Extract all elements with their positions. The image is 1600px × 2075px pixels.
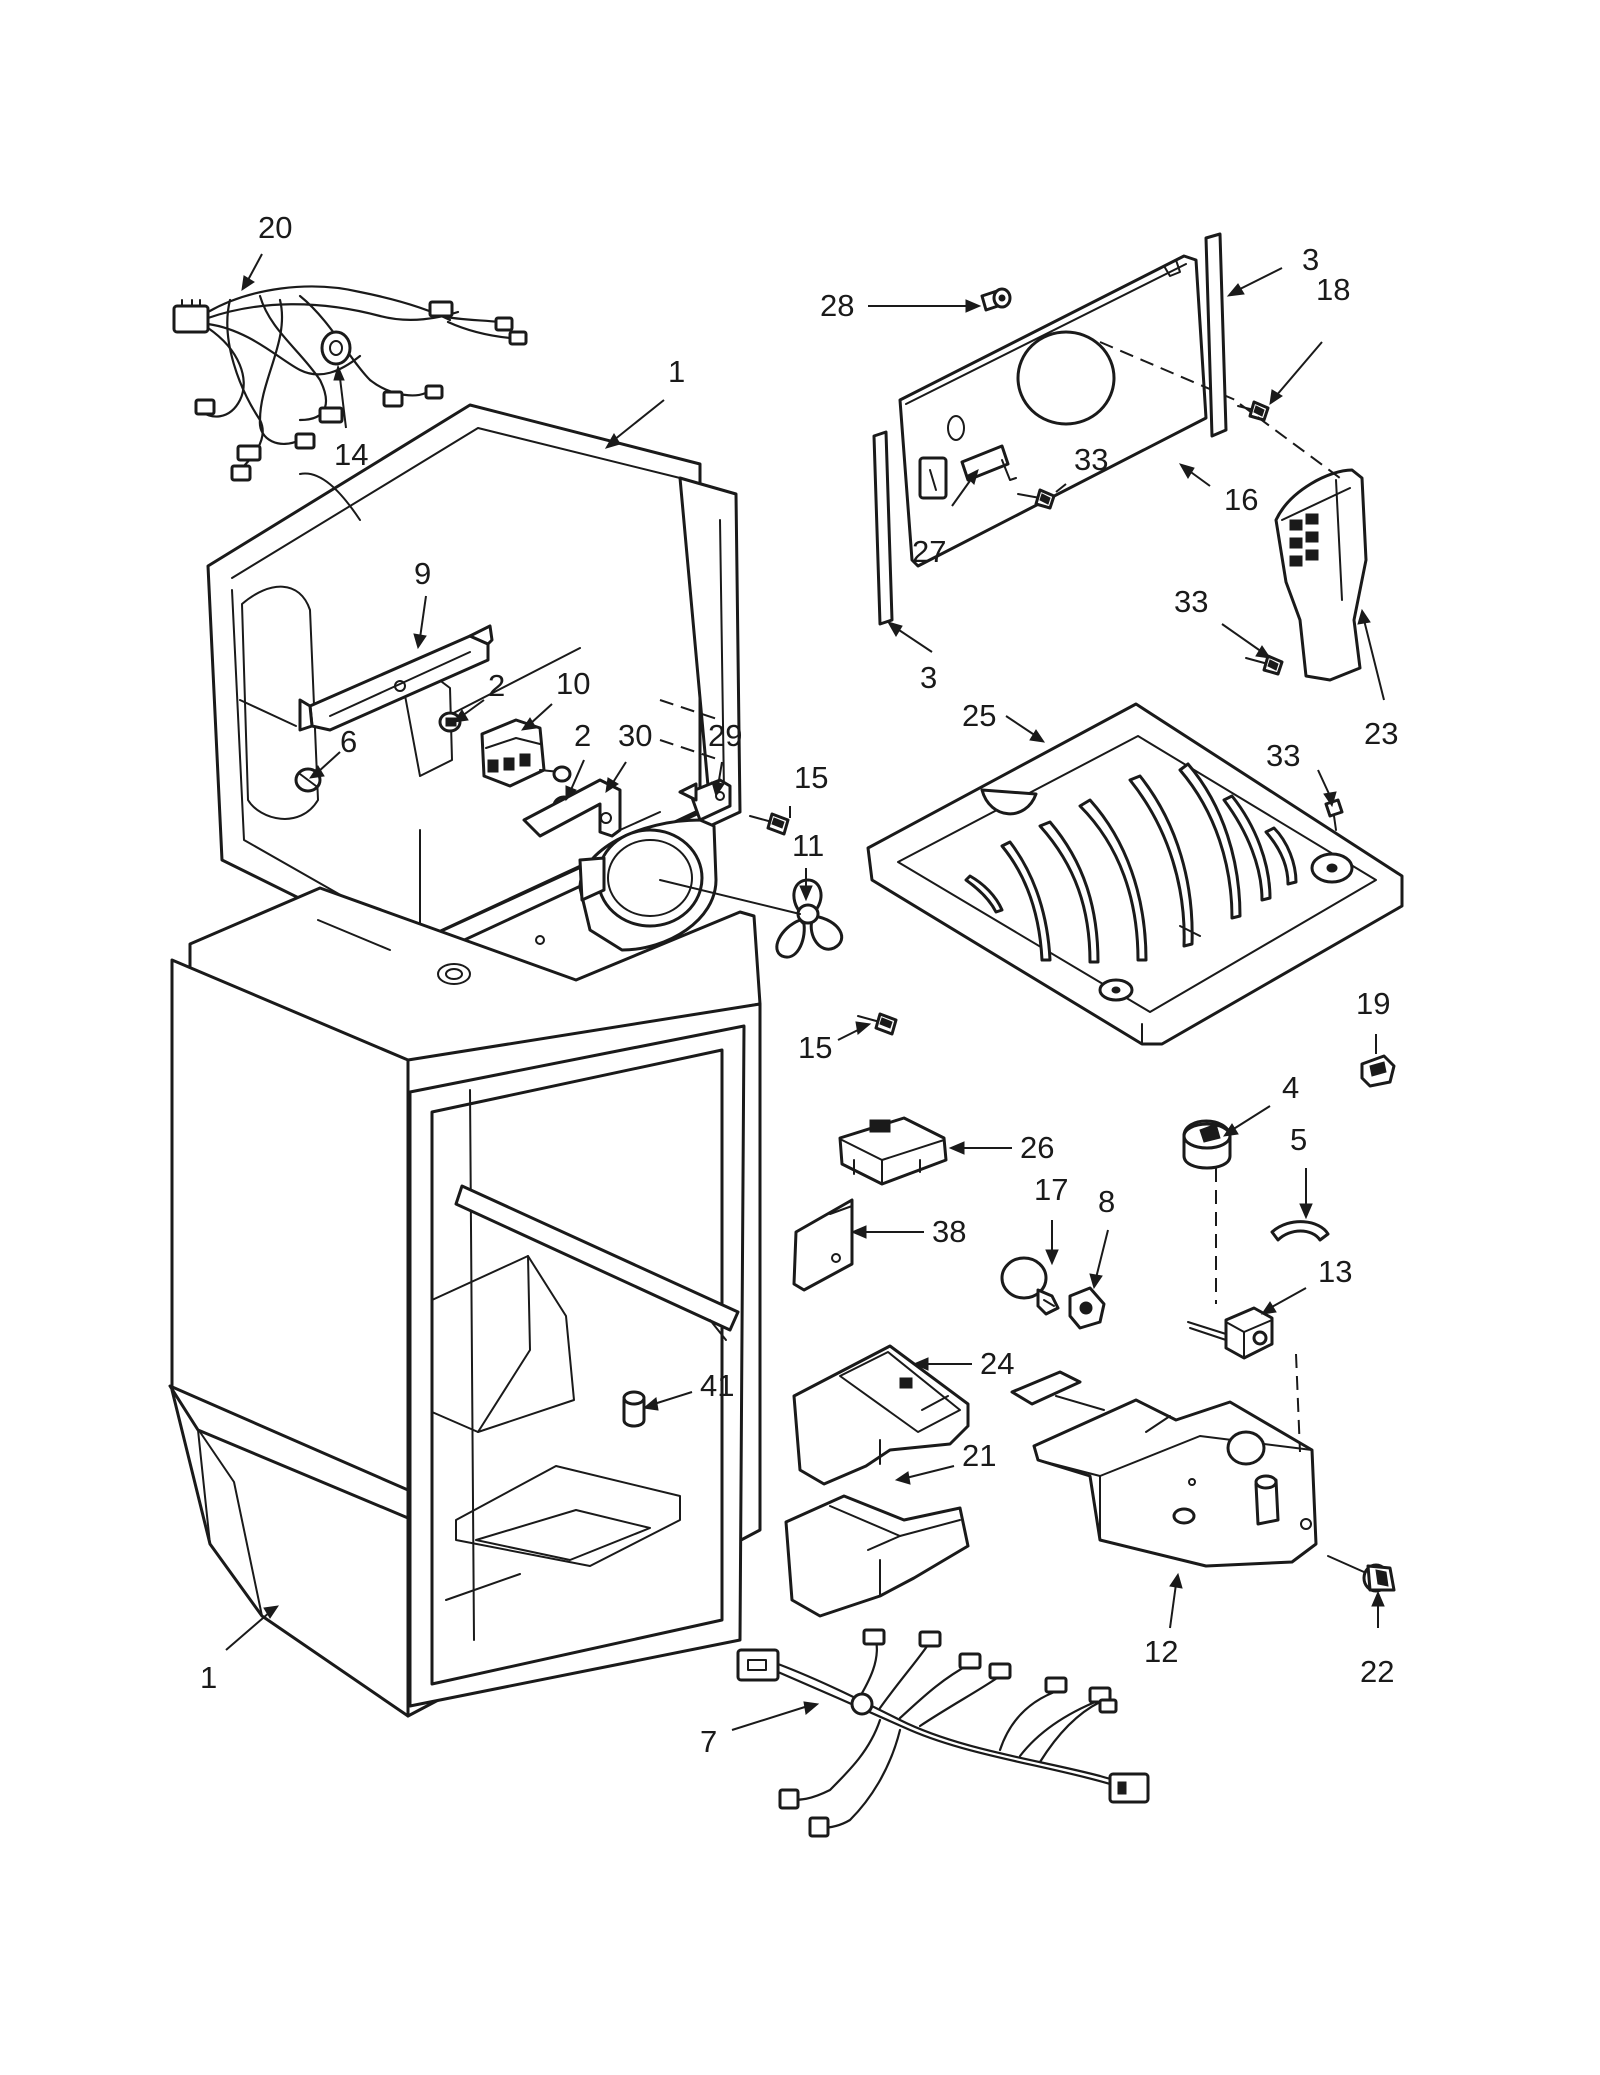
thermostat — [1187, 1168, 1274, 1360]
socket — [1068, 1286, 1106, 1330]
callout-3-top: 3 — [1302, 242, 1319, 277]
callout-17: 17 — [1034, 1172, 1068, 1207]
switch — [838, 1116, 948, 1186]
callout-16: 16 — [1224, 482, 1258, 517]
knob-small — [438, 711, 462, 733]
spacer — [980, 287, 1012, 312]
screw — [1324, 798, 1344, 831]
callout-14: 14 — [334, 437, 368, 472]
bracket-plate — [792, 1198, 854, 1292]
screw — [857, 1012, 898, 1036]
callouts: 20 14 1 9 2 10 2 6 30 29 — [200, 210, 1398, 1759]
callout-24: 24 — [980, 1346, 1014, 1381]
callout-9: 9 — [414, 556, 431, 591]
callout-38: 38 — [932, 1214, 966, 1249]
callout-13: 13 — [1318, 1254, 1352, 1289]
callout-7: 7 — [700, 1724, 717, 1759]
callout-21: 21 — [962, 1438, 996, 1473]
lower-wire-harness — [736, 1628, 1150, 1838]
upper-wire-harness — [172, 285, 528, 482]
callout-33-a: 33 — [1074, 442, 1108, 477]
clip — [960, 444, 1017, 482]
screw — [1017, 488, 1056, 510]
ring — [1270, 1220, 1330, 1242]
callout-15-upper: 15 — [794, 760, 828, 795]
callout-1-top: 1 — [668, 354, 685, 389]
control — [480, 718, 572, 788]
bracket-small — [522, 778, 622, 838]
screw — [749, 812, 790, 836]
screw — [1245, 654, 1284, 676]
callout-22: 22 — [1360, 1654, 1394, 1689]
duct-cover — [1239, 403, 1368, 682]
bulb — [1000, 1256, 1060, 1316]
gasket-strip — [872, 430, 894, 626]
callout-2-upper: 2 — [488, 668, 505, 703]
gasket-strip — [1204, 232, 1228, 438]
callout-25: 25 — [962, 698, 996, 733]
callout-29: 29 — [708, 718, 742, 753]
callout-15-lower: 15 — [798, 1030, 832, 1065]
control-housing — [1010, 1353, 1318, 1568]
light-housing — [792, 1344, 970, 1486]
callout-30: 30 — [618, 718, 652, 753]
callout-5: 5 — [1290, 1122, 1307, 1157]
callout-19: 19 — [1356, 986, 1390, 1021]
drain-tray — [866, 702, 1404, 1046]
callout-10: 10 — [556, 666, 590, 701]
bracket — [298, 624, 494, 732]
bracket-fan — [578, 778, 732, 952]
callout-11: 11 — [792, 828, 824, 863]
callout-23: 23 — [1364, 716, 1398, 751]
rear-panel — [898, 254, 1241, 568]
callout-18: 18 — [1316, 272, 1350, 307]
spacer — [622, 1390, 646, 1428]
callout-2-lower: 2 — [574, 718, 591, 753]
clip — [1360, 1054, 1396, 1088]
callout-20: 20 — [258, 210, 292, 245]
knob — [1327, 1555, 1396, 1593]
callout-12: 12 — [1144, 1634, 1178, 1669]
knob — [1182, 1119, 1232, 1170]
light-shield — [784, 1494, 970, 1618]
callout-28: 28 — [820, 288, 854, 323]
callout-41: 41 — [700, 1368, 734, 1403]
fan-blade — [659, 878, 844, 959]
callout-26: 26 — [1020, 1130, 1054, 1165]
callout-6: 6 — [340, 724, 357, 759]
callout-33-c: 33 — [1266, 738, 1300, 773]
callout-3-bottom: 3 — [920, 660, 937, 695]
callout-1-bottom: 1 — [200, 1660, 217, 1695]
callout-4: 4 — [1282, 1070, 1299, 1105]
lower-liner — [168, 886, 762, 1718]
callout-27: 27 — [912, 534, 946, 569]
callout-33-b: 33 — [1174, 584, 1208, 619]
callout-8: 8 — [1098, 1184, 1115, 1219]
